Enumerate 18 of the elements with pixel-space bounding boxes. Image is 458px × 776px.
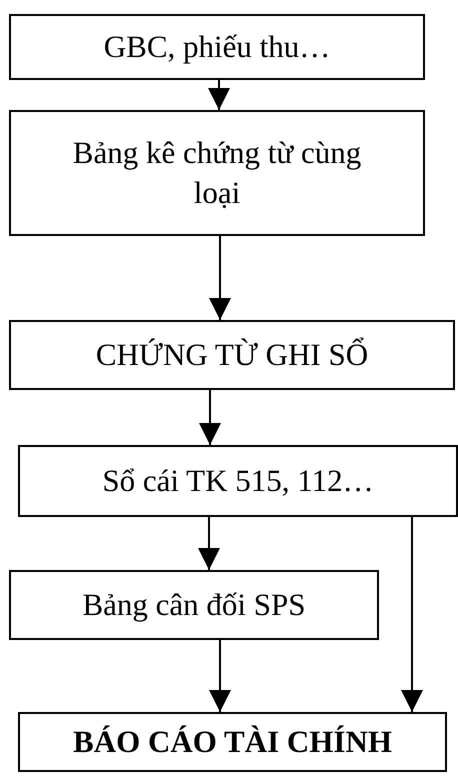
arrow: [209, 640, 231, 712]
arrow: [209, 236, 231, 320]
box-label: CHỨNG TỪ GHI SỔ: [96, 336, 368, 374]
process-box: [9, 14, 425, 80]
box-label: Bảng kê chứng từ cùng loại: [72, 134, 362, 212]
box-label: Sổ cái TK 515, 112…: [102, 462, 374, 500]
process-box: [18, 712, 447, 772]
arrow: [401, 517, 423, 712]
box-label: Bảng cân đối SPS: [82, 586, 306, 624]
process-box: [18, 445, 458, 517]
box-label: BÁO CÁO TÀI CHÍNH: [73, 722, 392, 761]
arrow: [208, 80, 230, 110]
arrow: [199, 390, 221, 445]
arrow: [198, 517, 220, 570]
process-box: [9, 570, 379, 640]
process-box: [9, 320, 455, 390]
box-label: GBC, phiếu thu…: [104, 28, 330, 66]
process-box: [9, 110, 425, 236]
